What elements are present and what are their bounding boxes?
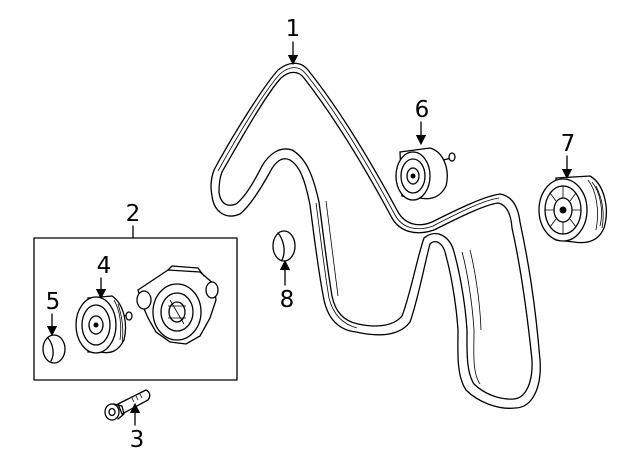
tensioner-pulley-drawing (75, 295, 133, 354)
idler-pulley-upper-drawing (395, 147, 456, 201)
tensioner-body-drawing (136, 265, 219, 345)
bolt-drawing (104, 389, 151, 421)
callout-5: 5 (46, 289, 61, 315)
idler-pulley-right-drawing (538, 175, 607, 244)
callout-3: 3 (130, 427, 145, 453)
pulley-cap-drawing (42, 334, 66, 364)
belt-drawing (210, 62, 541, 409)
cap-drawing (272, 230, 296, 262)
callout-7: 7 (561, 131, 576, 157)
callout-8: 8 (280, 287, 295, 313)
tensioner-assembly-box (33, 237, 238, 381)
callout-2: 2 (126, 201, 141, 227)
callout-6: 6 (415, 97, 430, 123)
callout-1: 1 (286, 16, 301, 42)
callout-4: 4 (97, 253, 112, 279)
